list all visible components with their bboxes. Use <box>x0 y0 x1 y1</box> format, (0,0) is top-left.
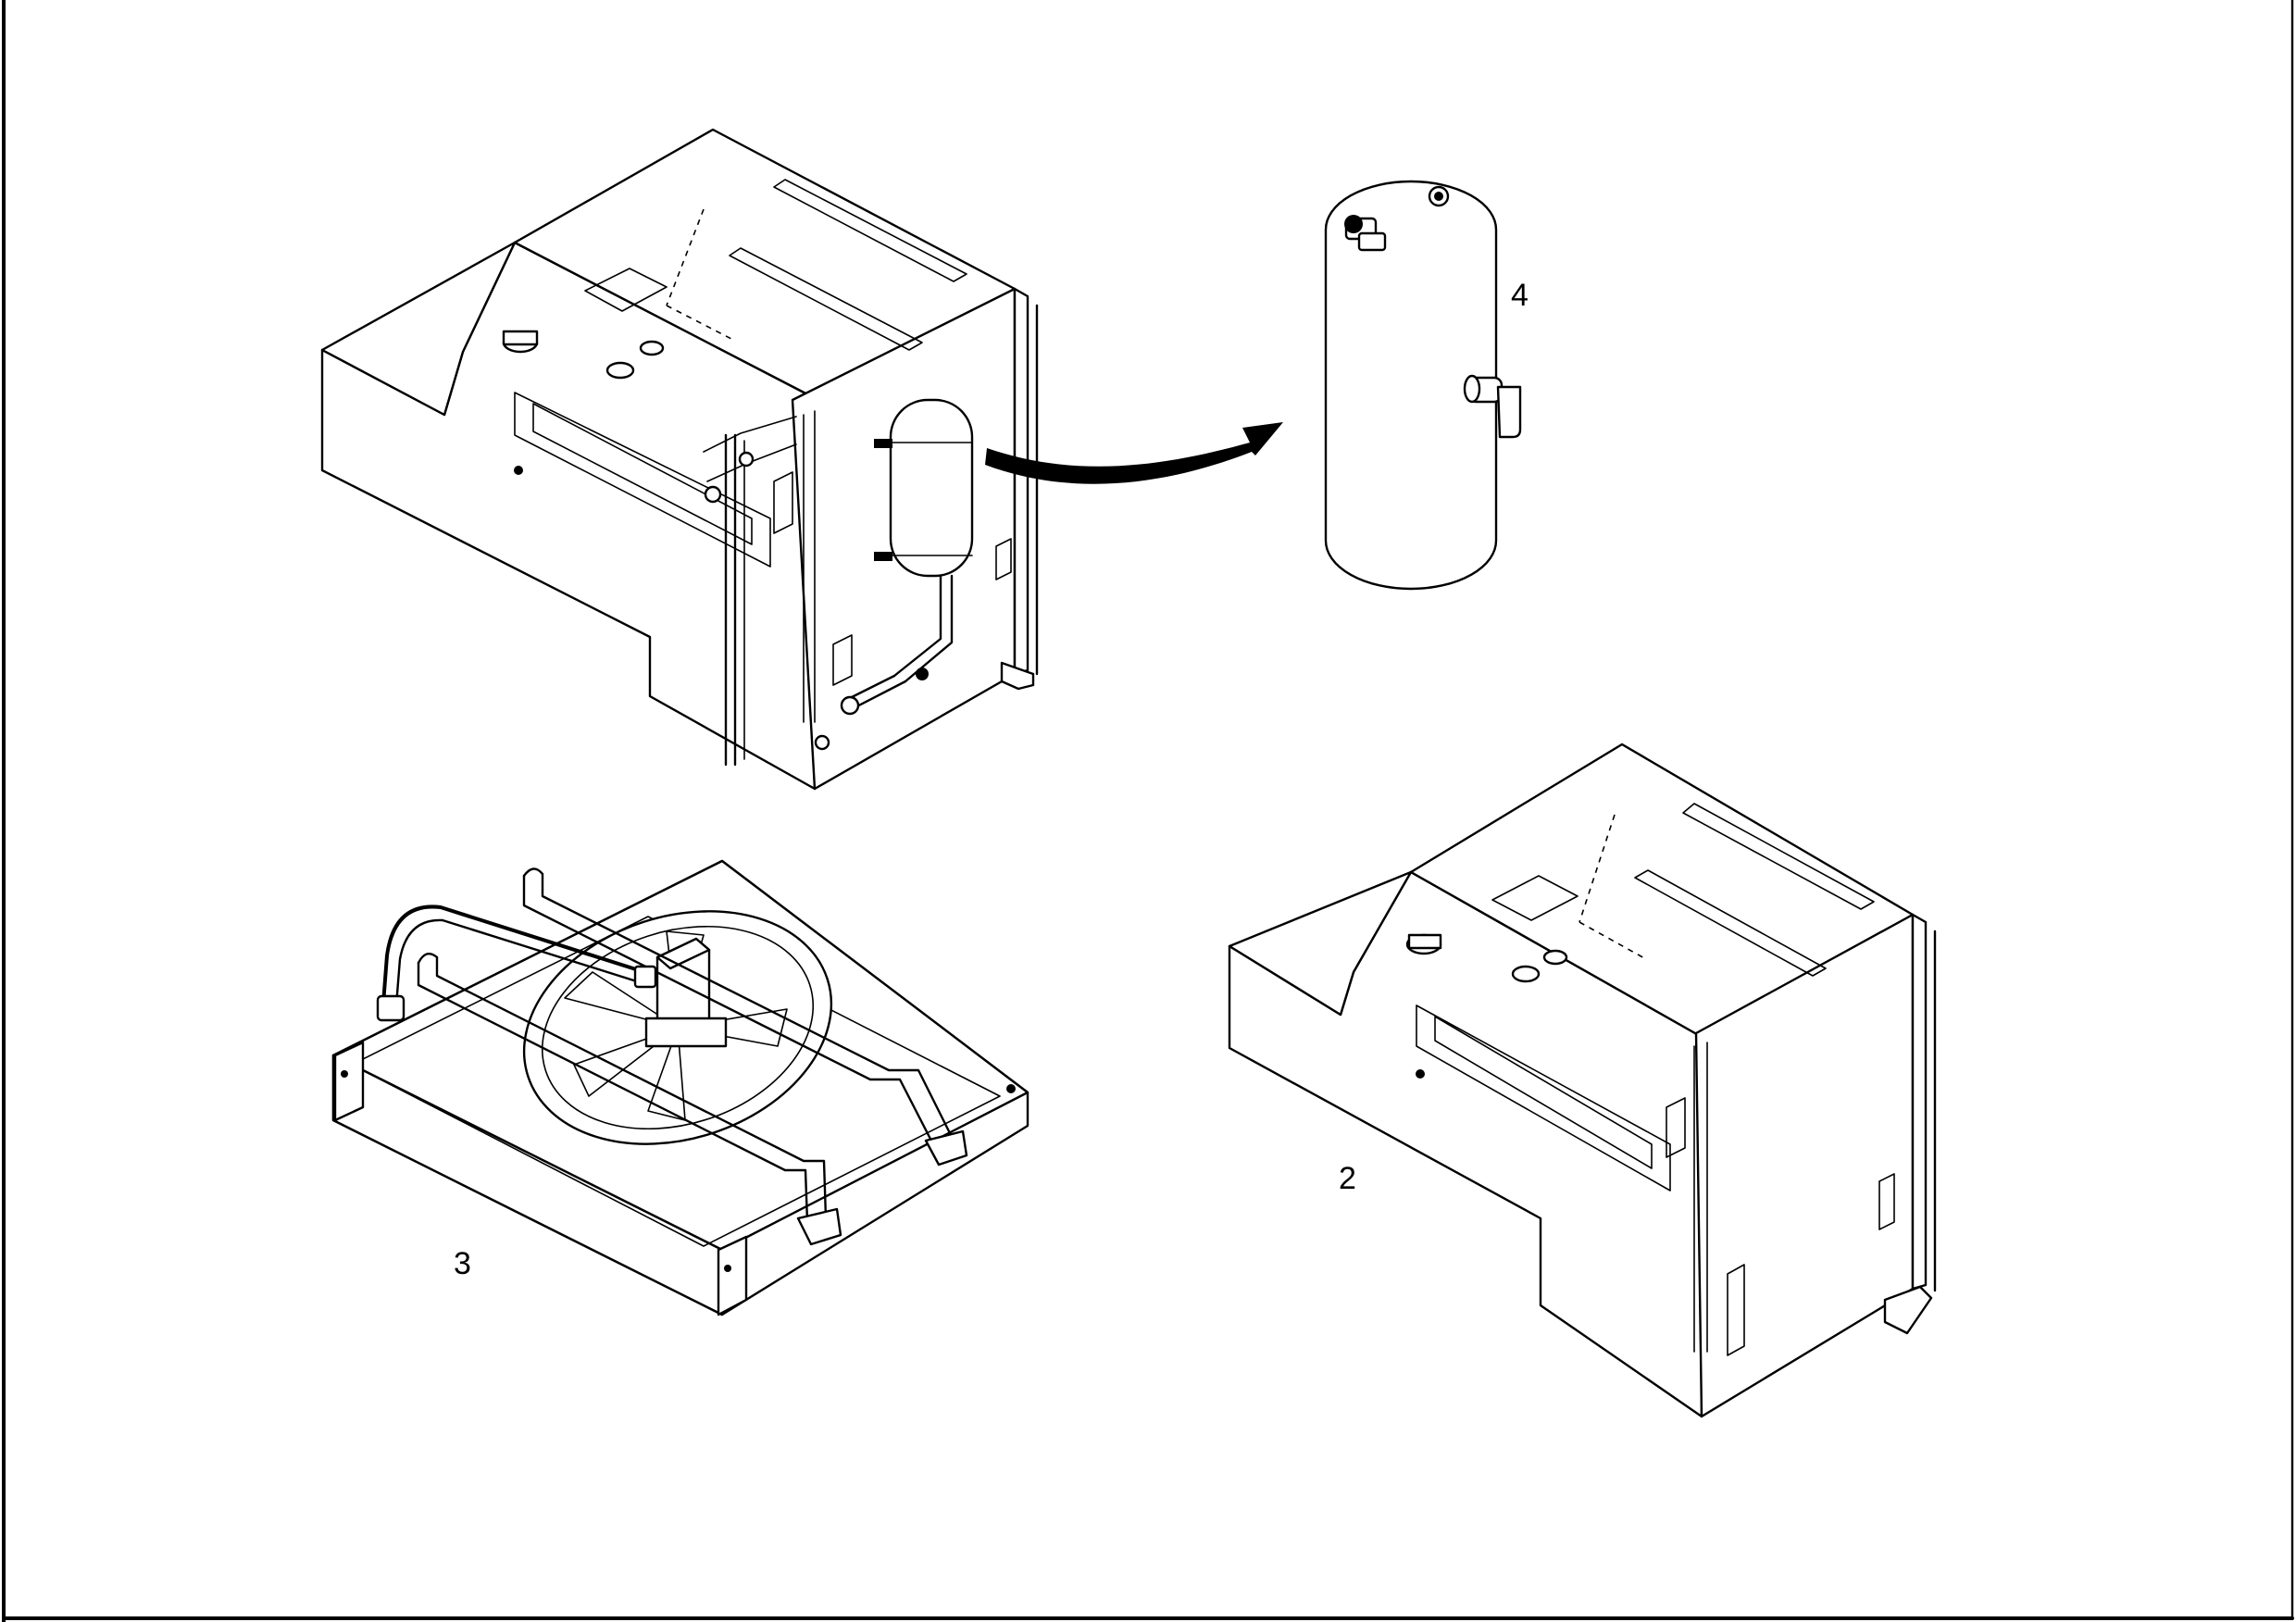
curved-arrow-icon <box>985 422 1283 484</box>
callout-4: 4 <box>1511 278 1529 313</box>
callout-3: 3 <box>454 1246 471 1281</box>
frame-icon <box>1228 742 1937 1418</box>
frame-with-air-tank-icon <box>320 128 1039 791</box>
radiator-fan-icon <box>331 859 1029 1316</box>
air-tank-icon <box>1324 180 1522 591</box>
callout-2: 2 <box>1339 1161 1356 1196</box>
